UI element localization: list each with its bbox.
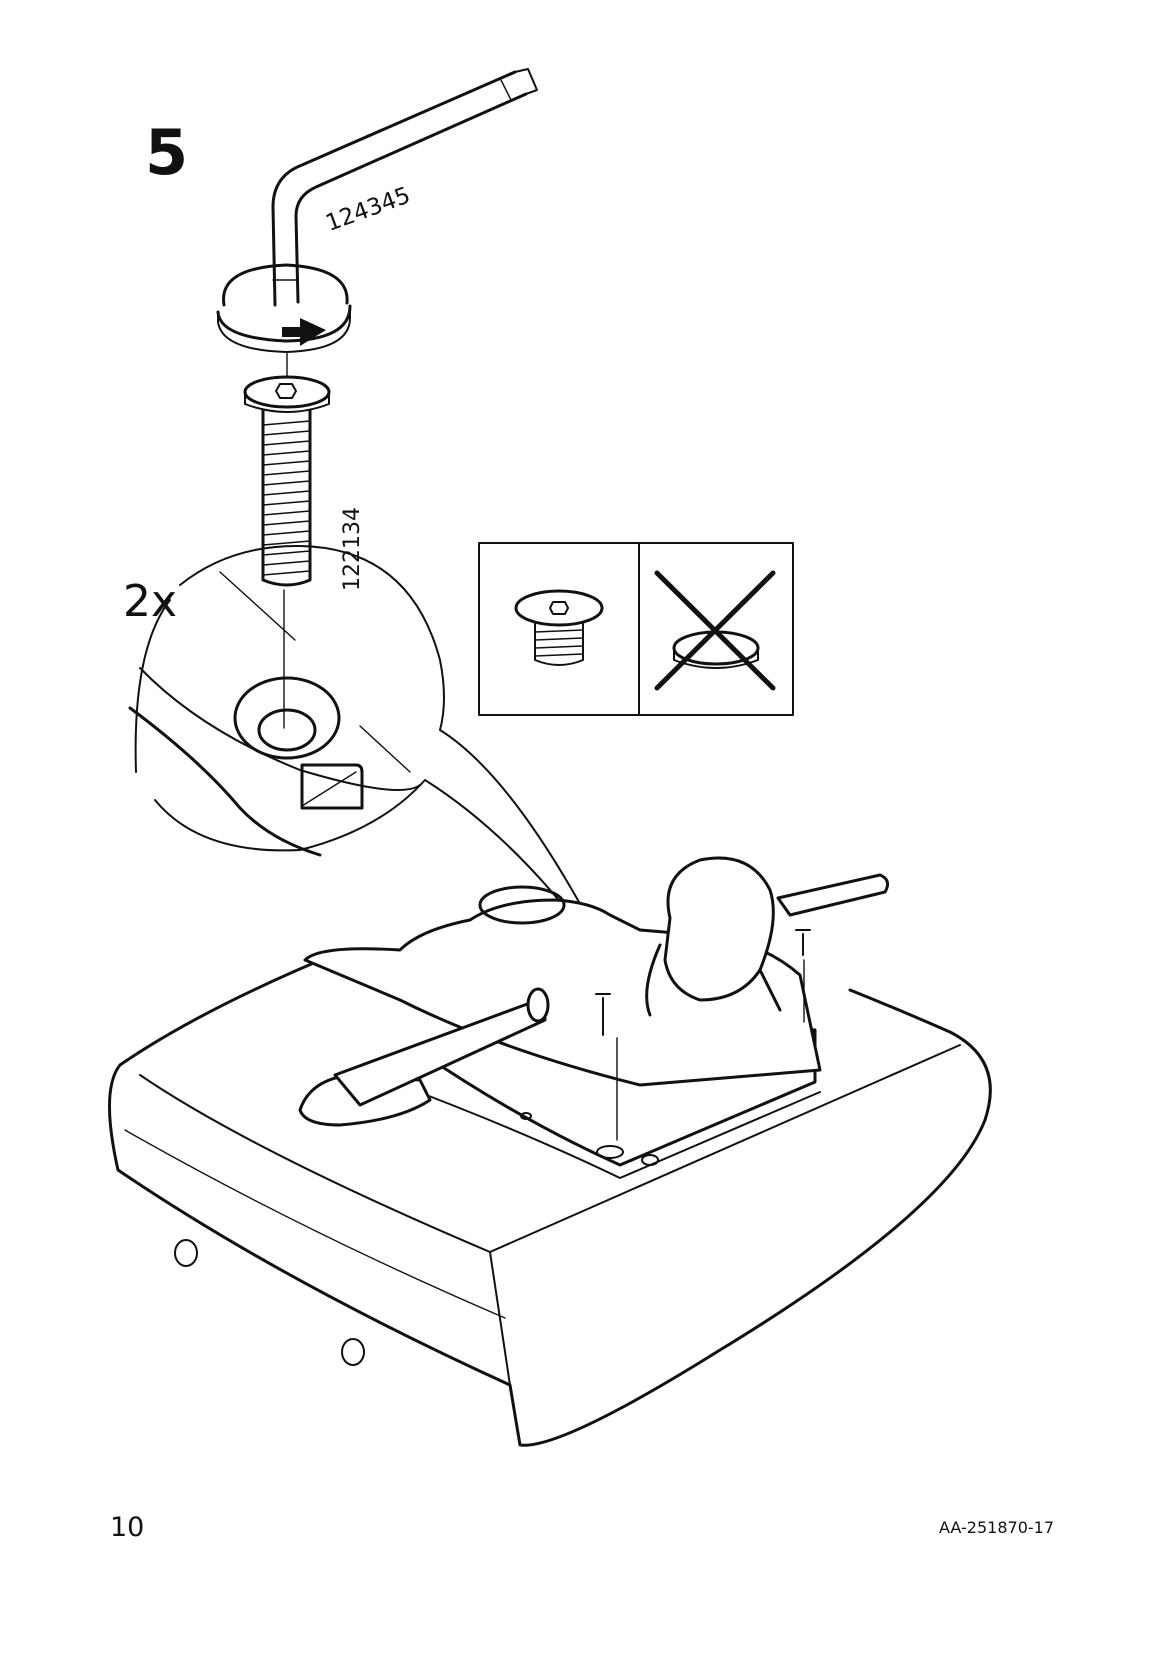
page-number: 10: [110, 1512, 145, 1543]
detail-callout: [128, 544, 616, 971]
rotate-arrow-icon: [216, 263, 352, 353]
correct-bolt-panel: [478, 542, 640, 716]
bolt-quantity: 2x: [123, 576, 178, 627]
bolt-part-number: 122134: [340, 507, 365, 591]
document-id: AA-251870-17: [939, 1518, 1054, 1537]
allen-key-icon: [271, 68, 538, 307]
incorrect-washer-panel: [638, 542, 794, 716]
bolt-icon: [243, 351, 331, 729]
chair-seat-base: [107, 856, 992, 1447]
step-number: 5: [145, 116, 189, 189]
